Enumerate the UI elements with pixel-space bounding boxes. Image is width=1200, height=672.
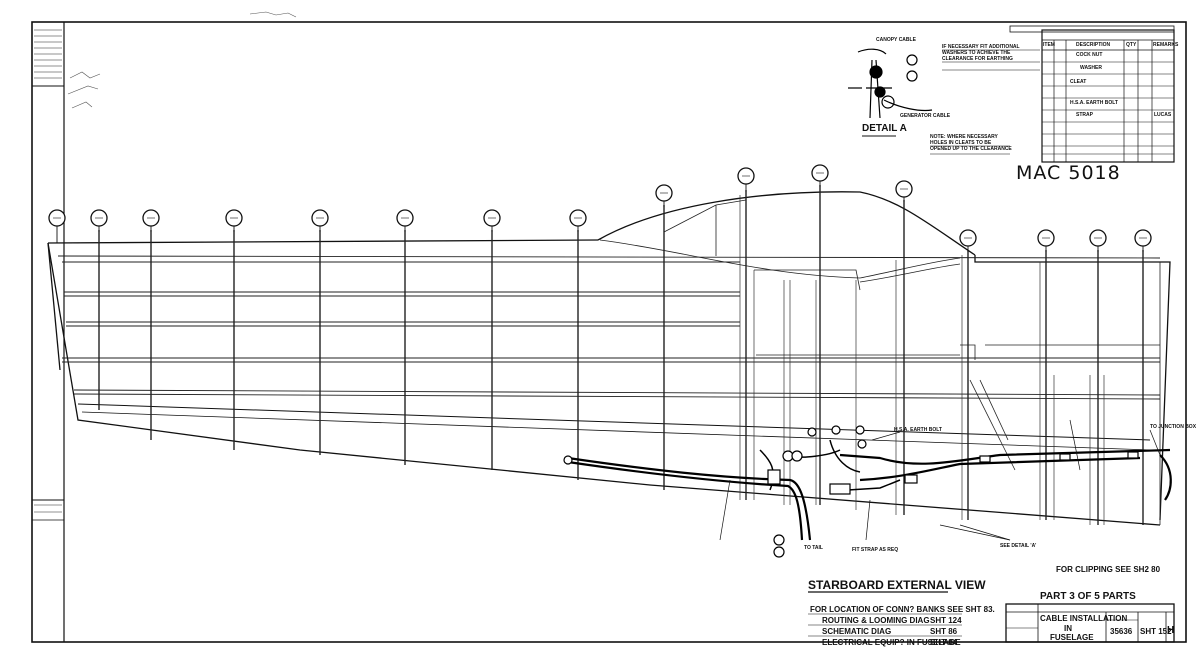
parts-row-cock-nut: COCK NUT: [1076, 52, 1103, 58]
callout-earth-bolt: H.S.A. EARTH BOLT: [894, 427, 942, 433]
view-title: STARBOARD EXTERNAL VIEW: [808, 578, 986, 592]
parts-row-washer: WASHER: [1080, 65, 1102, 71]
frames-secondary: [739, 195, 1105, 525]
ref-equipment: ELECTRICAL EQUIP? IN FUSELAGE: [822, 638, 961, 647]
title-block-line1: CABLE INSTALLATION: [1040, 614, 1128, 623]
part-label: PART 3 OF 5 PARTS: [1040, 591, 1136, 602]
parts-header-item: ITEM: [1043, 42, 1055, 48]
frame-bubble-lines: [56, 181, 1144, 252]
detail-note-washers: IF NECESSARY FIT ADDITIONAL WASHERS TO A…: [942, 44, 1020, 62]
ref-equipment-sheet: SHT 84: [930, 638, 958, 647]
cable-runs: [567, 448, 1172, 541]
parts-row-earth-bolt: H.S.A. EARTH BOLT: [1070, 100, 1118, 106]
longerons: [57, 255, 1161, 400]
callout-to-junction: TO JUNCTION BOX: [1150, 424, 1197, 430]
ref-routing-sheet: SHT 124: [930, 616, 962, 625]
detail-canopy-cable: CANOPY CABLE: [876, 37, 916, 43]
cable-looms: [759, 439, 901, 491]
frame-bubble-ticks: [53, 172, 1147, 239]
ref-schematic: SCHEMATIC DIAG: [822, 627, 892, 636]
detail-note-cleats: NOTE: WHERE NECESSARY HOLES IN CLEATS TO…: [930, 134, 1012, 152]
parts-row-strap-remarks: LUCAS: [1154, 112, 1172, 118]
callout-leaders: [719, 419, 1161, 541]
parts-row-strap: STRAP: [1076, 112, 1093, 118]
clipping-note: FOR CLIPPING SEE SH2 80: [1056, 565, 1161, 574]
detail-title: DETAIL A: [862, 123, 907, 134]
drawing-number: MAC 5018: [1016, 162, 1121, 184]
title-block-line3: FUSELAGE: [1050, 633, 1094, 642]
detail-a: [848, 48, 933, 119]
parts-header-description: DESCRIPTION: [1076, 42, 1111, 48]
callout-to-tail: TO TAIL: [804, 545, 823, 551]
ref-schematic-sheet: SHT 86: [930, 627, 958, 636]
cockpit-structure: [599, 199, 1161, 525]
title-block-sheet: SHT 152: [1140, 627, 1172, 636]
callout-see-detail: SEE DETAIL 'A': [1000, 543, 1037, 549]
connectors: [563, 425, 1139, 558]
title-underlines: [808, 49, 1040, 637]
frames: [98, 185, 1144, 525]
ref-routing: ROUTING & LOOMING DIAG: [822, 616, 930, 625]
frame-bubbles: [48, 164, 1152, 247]
detail-generator-cable: GENERATOR CABLE: [900, 113, 951, 119]
title-block-line2: IN: [1064, 624, 1072, 633]
title-block-grid: [1005, 603, 1175, 643]
parts-header-qty: QTY: [1126, 42, 1137, 48]
title-block-drawing-no: 35636: [1110, 627, 1133, 636]
ref-location: FOR LOCATION OF CONN? BANKS SEE SHT 83.: [810, 605, 995, 614]
parts-row-cleat: CLEAT: [1070, 79, 1087, 85]
parts-header-remarks: REMARKS: [1153, 42, 1179, 48]
title-block-issue: H: [1167, 625, 1175, 636]
parts-list-grid: [1009, 25, 1175, 163]
revision-scribble: [67, 11, 297, 109]
revision-strip: [34, 29, 62, 513]
sheet-border: [31, 21, 1187, 643]
callout-strap: FIT STRAP AS REQ: [852, 547, 899, 553]
